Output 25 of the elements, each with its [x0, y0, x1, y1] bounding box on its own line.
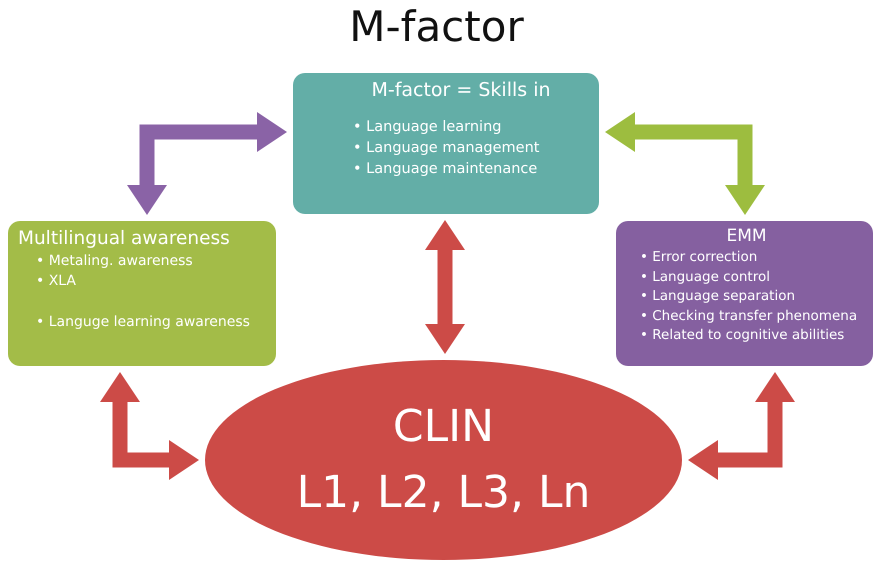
box-heading: M-factor = Skills in [370, 79, 552, 101]
awareness-box [8, 221, 276, 366]
double-arrow [425, 220, 465, 354]
double-arrow [127, 112, 287, 215]
emm-box [616, 221, 873, 366]
bullet-item: • Error correction [640, 248, 758, 267]
bullet-item: • Languge learning awareness [36, 312, 251, 332]
bullet-item: • Related to cognitive abilities [640, 326, 846, 346]
double-arrow [688, 372, 795, 480]
box-heading: Multilingual awareness [18, 228, 231, 249]
diagram-title: M-factor [348, 2, 525, 51]
bullet-item: • Metaling. awareness [36, 252, 194, 271]
bullet-item: • Language management [353, 139, 540, 158]
bullet-item: • Checking transfer phenomena [640, 306, 858, 326]
bullet-item: • Language control [640, 268, 771, 287]
skills-box [293, 73, 599, 214]
double-arrow [605, 112, 765, 215]
ellipse-text: L1, L2, L3, Ln [296, 466, 590, 520]
bullet-item: • Language separation [640, 287, 796, 306]
bullet-item: • XLA [36, 272, 77, 292]
bullet-item: • Language maintenance [353, 160, 538, 180]
box-heading: EMM [725, 226, 768, 246]
bullet-item: • Language learning [353, 118, 502, 137]
double-arrow [100, 372, 199, 480]
ellipse-text: CLIN [392, 400, 494, 454]
